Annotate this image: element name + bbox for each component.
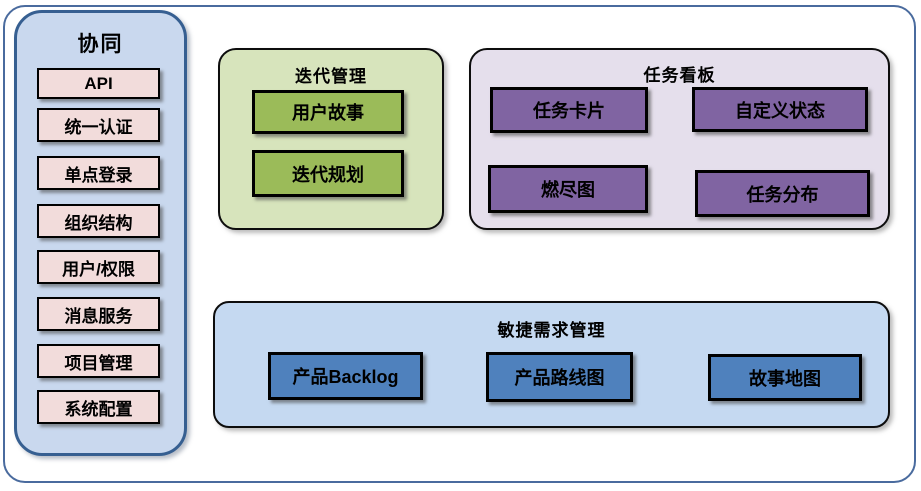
- panel-title-iteration: 迭代管理: [295, 67, 367, 86]
- sidebar-item-single-sign-on: 单点登录: [37, 156, 160, 190]
- sidebar-panel-collaboration: 协同 API 统一认证 单点登录 组织结构 用户/权限 消息服务 项目管理 系统…: [14, 10, 187, 456]
- box-product-roadmap: 产品路线图: [486, 352, 633, 402]
- sidebar-title: 协同: [77, 33, 124, 56]
- sidebar-item-project-management: 项目管理: [37, 344, 160, 378]
- box-custom-status: 自定义状态: [692, 87, 868, 132]
- panel-title-agile: 敏捷需求管理: [497, 321, 606, 340]
- sidebar-item-system-config: 系统配置: [37, 390, 160, 424]
- sidebar-item-message-service: 消息服务: [37, 297, 160, 331]
- panel-title-kanban: 任务看板: [643, 66, 716, 85]
- box-product-backlog: 产品Backlog: [268, 352, 423, 400]
- box-iteration-planning: 迭代规划: [252, 150, 404, 197]
- box-story-map: 故事地图: [708, 354, 862, 401]
- panel-iteration-management: 迭代管理 用户故事 迭代规划: [218, 48, 444, 230]
- sidebar-item-unified-auth: 统一认证: [37, 108, 160, 142]
- box-user-story: 用户故事: [252, 90, 404, 134]
- box-burndown-chart: 燃尽图: [488, 165, 648, 213]
- panel-agile-requirement-management: 敏捷需求管理 产品Backlog 产品路线图 故事地图: [213, 301, 890, 428]
- panel-task-kanban: 任务看板 任务卡片 自定义状态 燃尽图 任务分布: [469, 48, 890, 230]
- sidebar-item-org-structure: 组织结构: [37, 204, 160, 238]
- box-task-card: 任务卡片: [490, 87, 648, 133]
- sidebar-item-user-permission: 用户/权限: [37, 250, 160, 284]
- sidebar-item-api: API: [37, 68, 160, 99]
- box-task-distribution: 任务分布: [695, 170, 870, 217]
